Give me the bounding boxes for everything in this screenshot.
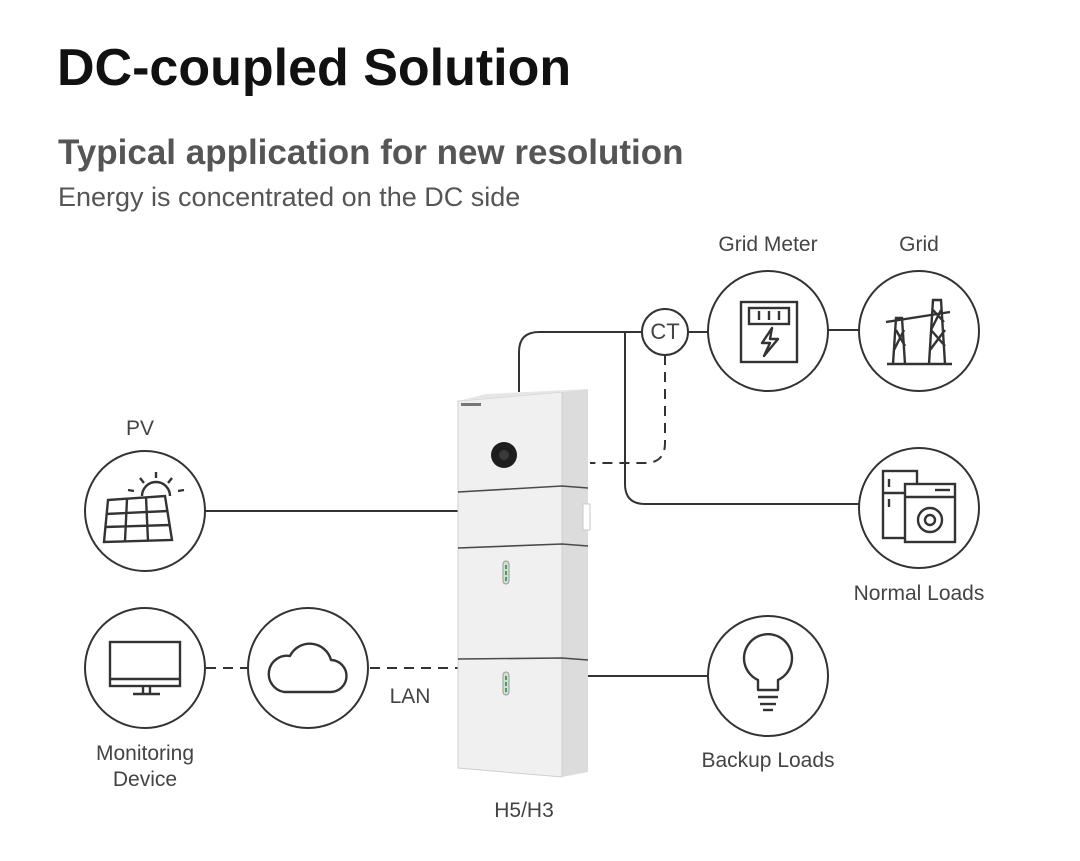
- transmission-tower-icon: [885, 298, 952, 366]
- monitoring-device-node: [84, 607, 206, 729]
- brand-mark: [461, 403, 481, 406]
- monitoring-device-label-line2: Device: [112, 768, 178, 791]
- page-subtitle: Typical application for new resolution: [58, 133, 684, 172]
- page-description: Energy is concentrated on the DC side: [58, 182, 521, 212]
- inverter-to-ct-line: [518, 331, 642, 392]
- inverter-battery-stack: [457, 389, 591, 778]
- grid-meter-label: Grid Meter: [718, 233, 818, 256]
- connection-lines: [205, 329, 860, 677]
- ac-to-normal-loads-line: [624, 332, 860, 505]
- ct-signal-line: [590, 355, 666, 464]
- monitoring-device-label-line1: Monitoring: [95, 742, 195, 765]
- meter-icon: [739, 300, 799, 364]
- normal-loads-label: Normal Loads: [853, 582, 985, 605]
- inverter-label: H5/H3: [494, 799, 554, 822]
- grid-label: Grid: [899, 233, 939, 256]
- monitor-icon: [108, 640, 182, 696]
- grid-node: [858, 270, 980, 392]
- cloud-node: [247, 607, 369, 729]
- pv-label: PV: [125, 417, 154, 440]
- fridge-washer-icon: [881, 469, 957, 544]
- solar-panel-icon: [102, 472, 185, 544]
- normal-loads-node: [858, 447, 980, 569]
- cloud-icon: [267, 642, 348, 694]
- ct-node: [641, 308, 689, 356]
- grid-meter-node: [707, 270, 829, 392]
- page-title: DC-coupled Solution: [57, 39, 572, 97]
- lan-label: LAN: [389, 685, 431, 708]
- backup-loads-label: Backup Loads: [701, 749, 835, 772]
- backup-loads-node: [707, 615, 829, 737]
- pv-node: [84, 450, 206, 572]
- ct-label: CT: [650, 319, 680, 344]
- light-bulb-icon: [742, 632, 794, 712]
